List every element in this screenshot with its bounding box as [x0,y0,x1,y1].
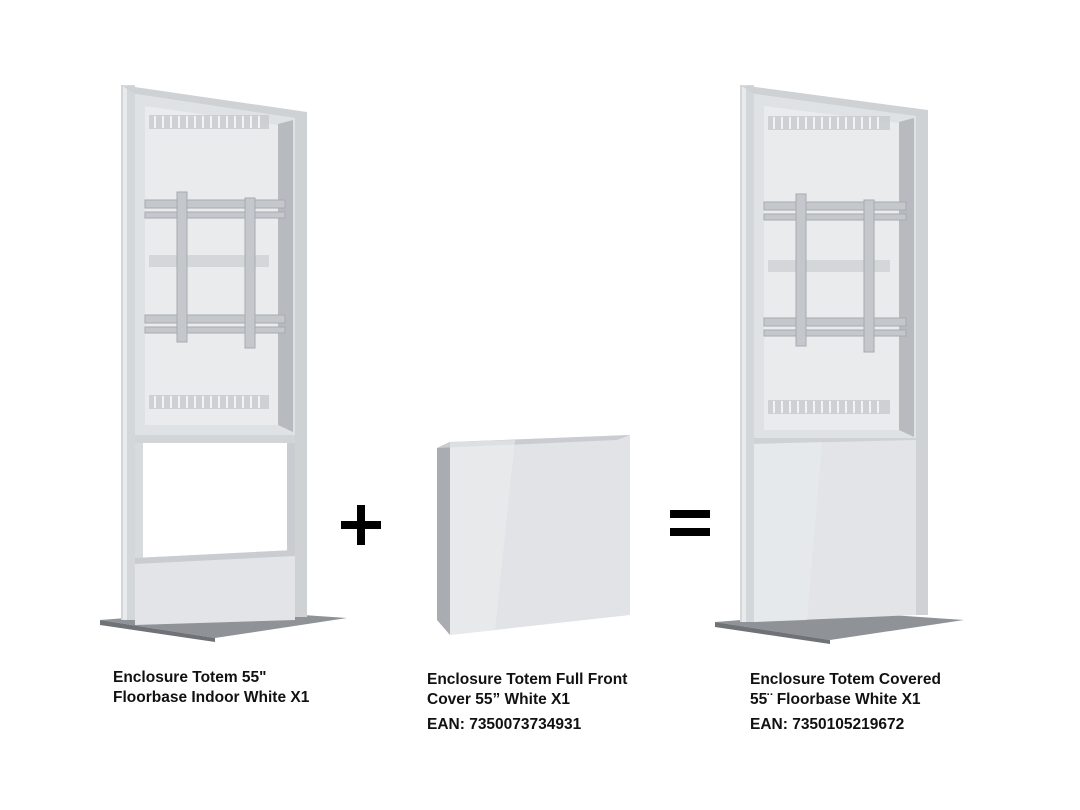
product-2-name: Enclosure Totem Full Front Cover 55” Whi… [427,670,627,710]
totem-covered-image [715,85,964,644]
product-3-ean: EAN: 7350105219672 [750,716,905,733]
product-2-name-line1: Enclosure Totem Full Front [427,671,628,688]
product-3-name-line1: Enclosure Totem Covered [750,671,941,688]
plus-icon [341,505,381,545]
product-1-name-line1: Enclosure Totem 55" [113,669,267,686]
product-2-ean: EAN: 7350073734931 [427,716,582,733]
front-cover-image [437,435,630,635]
product-3-name-line2: 55¨ Floorbase White X1 [750,691,921,708]
equals-icon [670,510,710,538]
product-3-name: Enclosure Totem Covered 55¨ Floorbase Wh… [750,670,941,710]
product-1-name-line2: Floorbase Indoor White X1 [113,689,310,706]
product-2-name-line2: Cover 55” White X1 [427,691,570,708]
product-1-name: Enclosure Totem 55" Floorbase Indoor Whi… [113,668,309,708]
totem-floorbase-image [100,85,347,642]
